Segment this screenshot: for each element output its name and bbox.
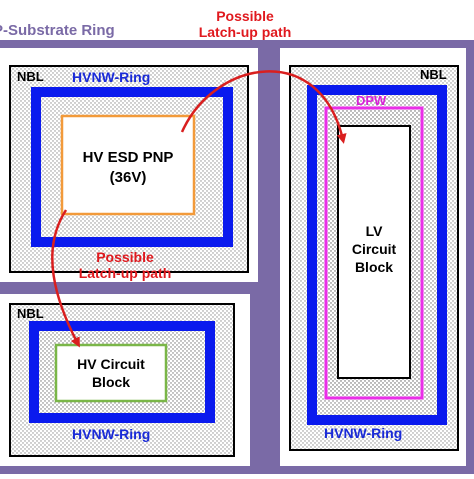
hv-esd-pnp-box bbox=[60, 114, 196, 216]
lv-device-line2: Circuit bbox=[351, 241, 397, 258]
hv-hvnw-ring bbox=[29, 321, 215, 423]
latchup-label-mid-line1: Possible bbox=[96, 249, 154, 265]
lv-device-label: LV Circuit Block bbox=[338, 222, 410, 277]
hv-device-label: HV Circuit Block bbox=[56, 355, 166, 391]
lv-device-line1: LV bbox=[365, 223, 383, 239]
latchup-label-top-line1: Possible bbox=[216, 8, 274, 24]
esd-ring-label: HVNW-Ring bbox=[72, 69, 151, 85]
hv-nbl-label: NBL bbox=[17, 306, 44, 321]
lv-device-line3: Block bbox=[354, 259, 394, 276]
hv-device-line2: Block bbox=[91, 374, 131, 391]
dpw-ring bbox=[324, 106, 424, 400]
lv-circuit-block-box bbox=[337, 125, 411, 379]
esd-nbl-label: NBL bbox=[17, 69, 44, 84]
esd-device-line2: (36V) bbox=[109, 169, 147, 187]
latchup-arrow-top bbox=[180, 70, 347, 144]
hv-ring-label: HVNW-Ring bbox=[72, 426, 151, 442]
latchup-arrow-mid bbox=[51, 209, 80, 348]
esd-device-label: HV ESD PNP (36V) bbox=[62, 148, 194, 189]
latchup-label-top: Possible Latch-up path bbox=[180, 8, 310, 40]
lv-nbl-label: NBL bbox=[420, 67, 447, 82]
lv-ring-label: HVNW-Ring bbox=[324, 425, 403, 441]
latchup-label-mid: Possible Latch-up path bbox=[60, 249, 190, 281]
latchup-label-mid-line2: Latch-up path bbox=[78, 265, 172, 282]
substrate-label: P-Substrate Ring bbox=[0, 22, 115, 39]
hv-circuit-block-box bbox=[54, 343, 168, 403]
esd-device-line1: HV ESD PNP bbox=[82, 149, 174, 166]
dpw-label: DPW bbox=[356, 93, 387, 108]
latchup-label-top-line2: Latch-up path bbox=[198, 24, 292, 41]
esd-hvnw-ring bbox=[31, 87, 233, 247]
lv-hvnw-ring bbox=[307, 85, 447, 425]
hv-device-line1: HV Circuit bbox=[77, 356, 145, 372]
